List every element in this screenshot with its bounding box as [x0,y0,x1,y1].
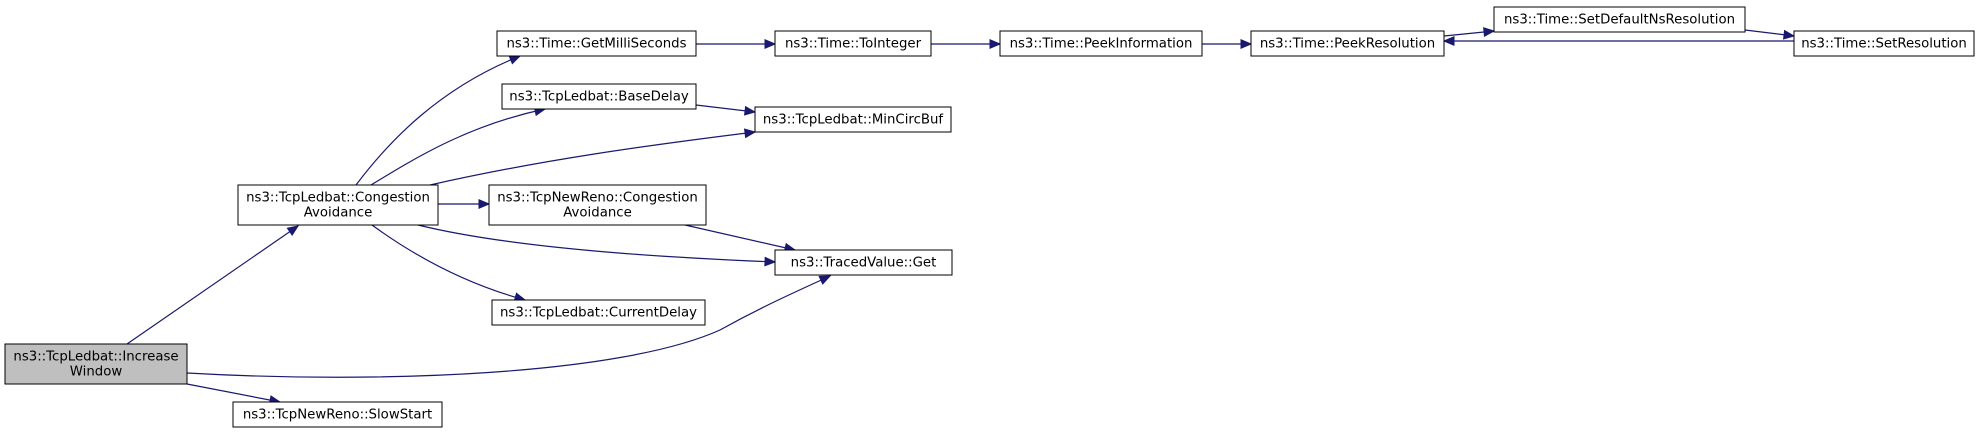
edge-peek-resolution-to-set-default-ns-resolution [1443,27,1496,37]
traced-value-get-node[interactable]: ns3::TracedValue::Get [774,249,953,276]
node-box[interactable] [774,30,932,57]
edge-base-delay-to-min-circ-buf [695,104,757,116]
node-label: ns3::Time::PeekResolution [1260,37,1435,52]
edge-line [186,383,281,403]
node-box[interactable] [754,106,952,133]
edge-arrowhead [743,105,757,116]
node-box[interactable] [4,343,188,385]
node-label: Avoidance [563,206,632,221]
edge-increase-window-to-slow-start [186,383,282,405]
node-label: ns3::Time::SetResolution [1801,37,1967,52]
edge-arrowhead [764,39,777,49]
edge-congestion-avoidance-to-get-milli-seconds [355,55,522,186]
edge-set-resolution-to-peek-resolution [1442,36,1794,46]
time-peek-information-node[interactable]: ns3::Time::PeekInformation [999,30,1203,57]
node-box[interactable] [774,249,953,276]
node-box[interactable] [999,30,1203,57]
edge-arrowhead [1782,29,1796,40]
edge-get-milli-seconds-to-to-integer [696,39,777,49]
edge-congestion-avoidance-to-current-delay [371,224,527,302]
edge-arrowhead [1442,36,1455,46]
node-label: ns3::TcpLedbat::BaseDelay [509,90,689,105]
time-peek-resolution-node[interactable]: ns3::Time::PeekResolution [1250,30,1445,57]
edge-line [186,275,831,378]
node-box[interactable] [237,184,439,226]
edge-arrowhead [818,275,832,285]
tcpledbat-current-delay-node[interactable]: ns3::TcpLedbat::CurrentDelay [491,299,706,326]
node-label: ns3::TcpLedbat::Congestion [246,191,430,206]
edge-congestion-avoidance-to-min-circ-buf [429,128,757,186]
time-set-resolution-node[interactable]: ns3::Time::SetResolution [1793,30,1975,57]
node-label: ns3::Time::SetDefaultNsResolution [1504,13,1735,28]
edge-congestion-avoidance-to-newreno-congestion-avoidance [438,199,491,209]
node-box[interactable] [1793,30,1975,57]
node-label: ns3::TcpLedbat::MinCircBuf [763,113,944,128]
nodes-layer: ns3::TcpLedbat::IncreaseWindowns3::TcpLe… [4,6,1975,428]
edge-line [126,225,299,345]
node-box[interactable] [488,184,707,226]
edge-line [370,108,546,186]
edge-arrowhead [743,128,757,139]
time-set-default-ns-resolution-node[interactable]: ns3::Time::SetDefaultNsResolution [1493,6,1746,33]
edge-arrowhead [286,225,300,237]
tcpnewreno-slow-start-node[interactable]: ns3::TcpNewReno::SlowStart [232,401,443,428]
edge-increase-window-to-congestion-avoidance [126,225,300,345]
edge-line [355,55,521,186]
node-label: ns3::TcpNewReno::Congestion [497,191,698,206]
edge-arrowhead [1483,27,1496,37]
node-box[interactable] [232,401,443,428]
edge-congestion-avoidance-to-base-delay [370,106,547,186]
node-label: Window [70,365,123,380]
time-to-integer-node[interactable]: ns3::Time::ToInteger [774,30,932,57]
node-box[interactable] [491,299,706,326]
edge-peek-information-to-peek-resolution [1202,39,1253,49]
edge-arrowhead [508,55,522,65]
node-label: ns3::TcpLedbat::CurrentDelay [500,306,697,321]
edge-congestion-avoidance-to-traced-value-get [417,224,777,267]
node-box[interactable] [496,30,697,57]
edge-line [684,224,796,251]
node-label: Avoidance [304,206,373,221]
edge-arrowhead [764,256,777,267]
node-label: ns3::TcpNewReno::SlowStart [243,408,432,423]
edge-to-integer-to-peek-information [931,39,1002,49]
node-label: ns3::Time::ToInteger [785,37,922,52]
node-label: ns3::Time::GetMilliSeconds [506,37,686,52]
edge-arrowhead [1240,39,1253,49]
tcpledbat-base-delay-node[interactable]: ns3::TcpLedbat::BaseDelay [501,83,697,110]
node-label: ns3::Time::PeekInformation [1010,37,1193,52]
node-label: ns3::TracedValue::Get [791,256,937,271]
edge-line [417,224,776,263]
edges-layer [126,27,1796,405]
node-box[interactable] [501,83,697,110]
node-box[interactable] [1493,6,1746,33]
node-box[interactable] [1250,30,1445,57]
edge-line [371,224,526,301]
node-label: ns3::TcpLedbat::Increase [13,350,178,365]
time-get-milli-seconds-node[interactable]: ns3::Time::GetMilliSeconds [496,30,697,57]
tcpledbat-min-circ-buf-node[interactable]: ns3::TcpLedbat::MinCircBuf [754,106,952,133]
edge-arrowhead [478,199,491,209]
edge-newreno-congestion-avoidance-to-traced-value-get [684,224,797,253]
edge-arrowhead [989,39,1002,49]
edge-line [429,131,756,186]
edge-increase-window-to-traced-value-get [186,275,832,378]
edge-set-default-ns-resolution-to-set-resolution [1744,29,1796,40]
